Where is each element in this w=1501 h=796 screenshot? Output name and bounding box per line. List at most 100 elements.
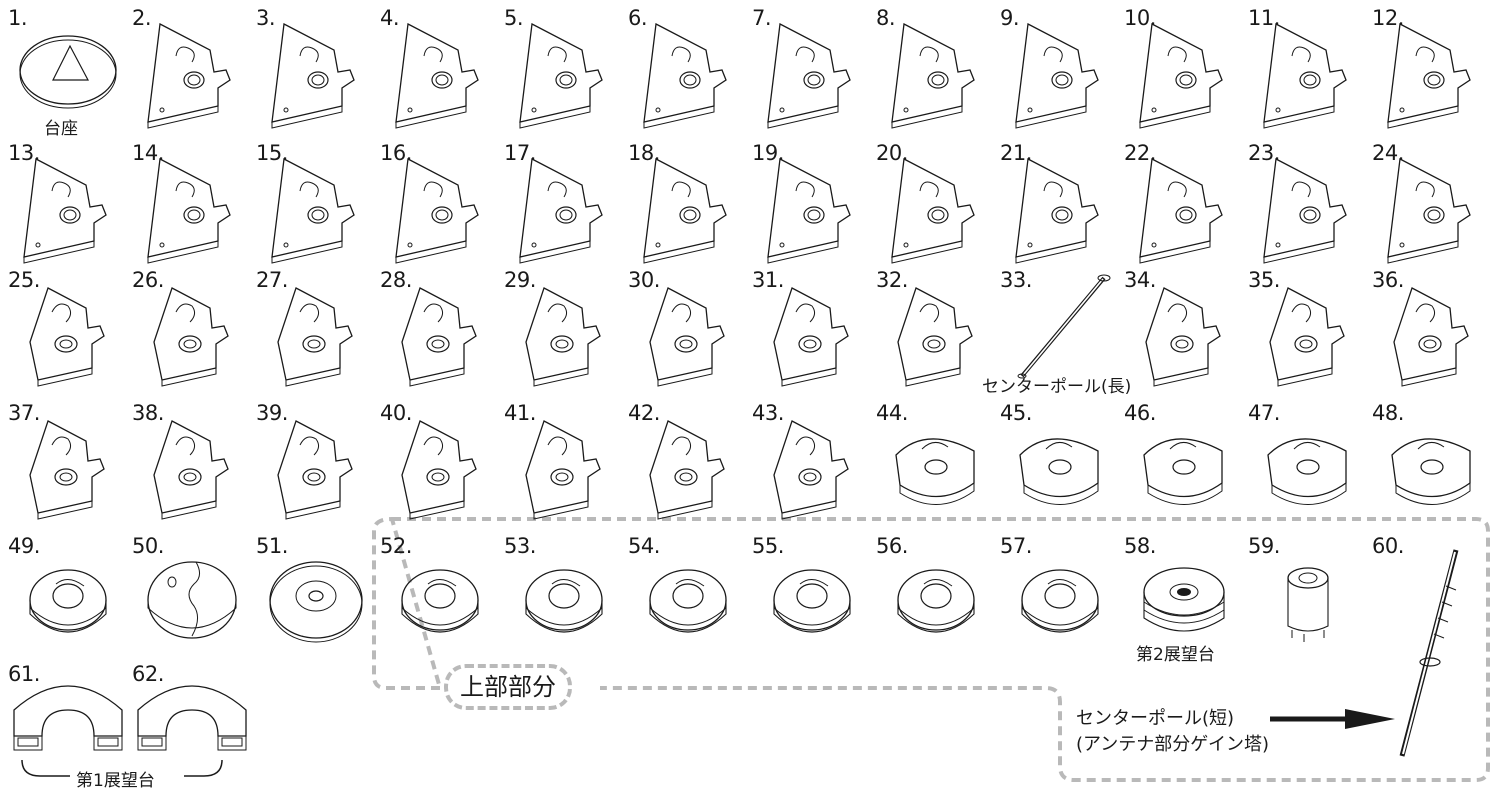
part-25: 25. — [8, 268, 132, 402]
part-number: 10. — [1124, 6, 1156, 30]
part-18: 18. — [628, 141, 752, 275]
part-number: 1. — [8, 6, 28, 30]
part-number: 30. — [628, 268, 660, 292]
part-15-drawing — [271, 157, 355, 264]
part-61: 61. — [8, 662, 132, 796]
part-number: 58. — [1124, 534, 1156, 558]
part-number: 45. — [1000, 401, 1032, 425]
part-number: 39. — [256, 401, 288, 425]
part-37: 37. — [8, 401, 132, 535]
part-number: 53. — [504, 534, 536, 558]
short-pole-line2: (アンテナ部分ゲイン塔) — [1076, 734, 1269, 755]
short-pole-line1: センターポール(短) — [1076, 708, 1235, 729]
part-9-drawing — [1015, 22, 1099, 129]
part-16-drawing — [395, 157, 479, 264]
part-number: 42. — [628, 401, 660, 425]
part-number: 15. — [256, 141, 288, 165]
part-32: 32. — [876, 268, 1000, 402]
part-number: 48. — [1372, 401, 1404, 425]
part-number: 19. — [752, 141, 784, 165]
part-34-drawing — [1145, 287, 1221, 387]
deck2-caption: 第2展望台 — [1136, 645, 1215, 665]
part-40: 40. — [380, 401, 504, 535]
part-number: 26. — [132, 268, 164, 292]
part-15: 15. — [256, 141, 380, 275]
part-8-drawing — [891, 22, 975, 129]
part-42: 42. — [628, 401, 752, 535]
part-55-drawing — [773, 569, 851, 633]
part-56: 56. — [876, 534, 1000, 668]
part-number: 21. — [1000, 141, 1032, 165]
upper-part-label: 上部部分 — [444, 664, 572, 710]
part-number: 20. — [876, 141, 908, 165]
part-1: 1. — [8, 6, 132, 140]
part-20: 20. — [876, 141, 1000, 275]
part-number: 55. — [752, 534, 784, 558]
part-11-drawing — [1263, 22, 1347, 129]
part-48-drawing — [1391, 438, 1471, 505]
part-24: 24. — [1372, 141, 1496, 275]
part-49: 49. — [8, 534, 132, 668]
part-10: 10. — [1124, 6, 1248, 140]
part-40-drawing — [401, 420, 477, 520]
part-number: 28. — [380, 268, 412, 292]
part-39: 39. — [256, 401, 380, 535]
part-number: 2. — [132, 6, 152, 30]
part-56-drawing — [897, 569, 975, 633]
part-17: 17. — [504, 141, 628, 275]
part-3: 3. — [256, 6, 380, 140]
part-number: 12. — [1372, 6, 1404, 30]
part-number: 60. — [1372, 534, 1404, 558]
base-caption: 台座 — [44, 119, 78, 139]
part-35: 35. — [1248, 268, 1372, 402]
part-7-drawing — [767, 22, 851, 129]
part-52-drawing — [401, 569, 479, 633]
part-54: 54. — [628, 534, 752, 668]
part-53-drawing — [525, 569, 603, 633]
part-27-drawing — [277, 287, 353, 387]
part-50-drawing — [147, 561, 237, 639]
part-42-drawing — [649, 420, 725, 520]
part-number: 61. — [8, 662, 40, 686]
part-13-drawing — [23, 157, 107, 264]
part-number: 11. — [1248, 6, 1280, 30]
part-60-drawing — [1399, 549, 1459, 757]
part-5-drawing — [519, 22, 603, 129]
part-47-drawing — [1267, 438, 1347, 505]
part-48: 48. — [1372, 401, 1496, 535]
part-4-drawing — [395, 22, 479, 129]
part-number: 24. — [1372, 141, 1404, 165]
part-23-drawing — [1263, 157, 1347, 264]
part-46: 46. — [1124, 401, 1248, 535]
part-number: 51. — [256, 534, 288, 558]
part-number: 14. — [132, 141, 164, 165]
part-26-drawing — [153, 287, 229, 387]
part-10-drawing — [1139, 22, 1223, 129]
part-14-drawing — [147, 157, 231, 264]
part-31-drawing — [773, 287, 849, 387]
part-19-drawing — [767, 157, 851, 264]
part-7: 7. — [752, 6, 876, 140]
part-number: 46. — [1124, 401, 1156, 425]
part-45-drawing — [1019, 438, 1099, 505]
part-57: 57. — [1000, 534, 1124, 668]
part-55: 55. — [752, 534, 876, 668]
part-13: 13. — [8, 141, 132, 275]
part-16: 16. — [380, 141, 504, 275]
part-number: 44. — [876, 401, 908, 425]
part-51-drawing — [269, 561, 363, 643]
short-pole-annotation: センターポール(短) (アンテナ部分ゲイン塔) — [1076, 706, 1269, 758]
part-29: 29. — [504, 268, 628, 402]
long-pole-caption: センターポール(長) — [982, 377, 1132, 397]
part-number: 13. — [8, 141, 40, 165]
part-39-drawing — [277, 420, 353, 520]
part-6-drawing — [643, 22, 727, 129]
part-number: 33. — [1000, 268, 1032, 292]
part-14: 14. — [132, 141, 256, 275]
part-35-drawing — [1269, 287, 1345, 387]
part-57-drawing — [1021, 569, 1099, 633]
part-38: 38. — [132, 401, 256, 535]
part-43: 43. — [752, 401, 876, 535]
part-number: 16. — [380, 141, 412, 165]
part-46-drawing — [1143, 438, 1223, 505]
